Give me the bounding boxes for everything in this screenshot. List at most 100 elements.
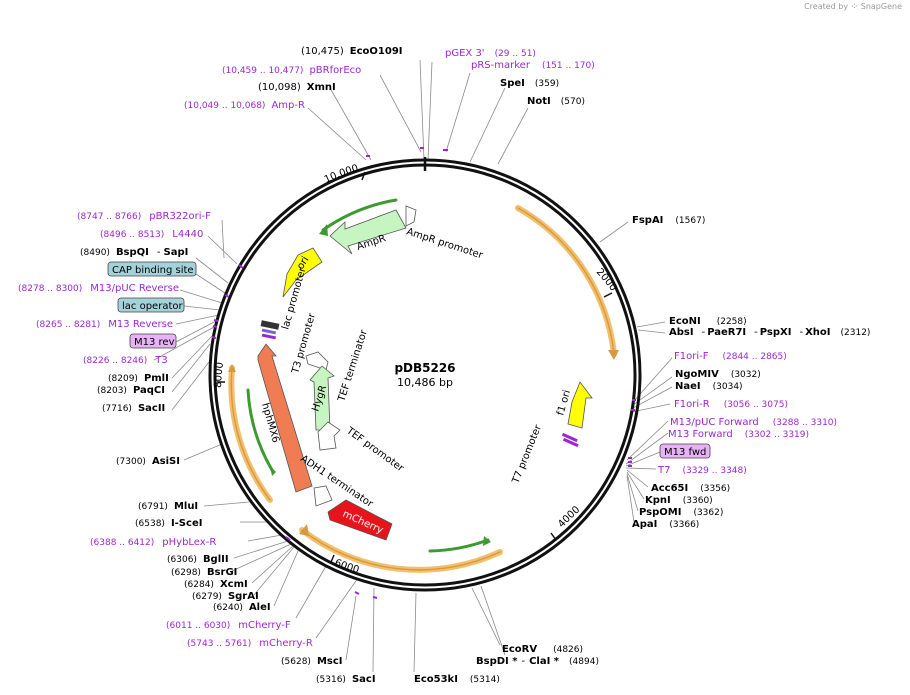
site-m13-forward: M13 Forward(3302 .. 3319): [668, 429, 809, 440]
site-labels: (10,475)EcoO109I pGEX 3'(29 .. 51) (10,4…: [18, 46, 870, 685]
m13-fwd-box: [659, 443, 711, 459]
ori-arrow: [282, 247, 323, 298]
arrowhead-left: [228, 364, 236, 372]
site-apai: ApaI(3366): [632, 519, 699, 530]
plasmid-length: 10,486 bp: [397, 376, 453, 389]
site-ecorv: EcoRV(4826): [502, 644, 583, 655]
tef-terminator-label: TEF terminator: [336, 328, 370, 404]
plasmid-backbone: [208, 157, 642, 592]
site-xmni: (10,098)XmnI: [258, 82, 336, 93]
site-f1ori-f: F1ori-F(2844 .. 2865): [674, 351, 787, 362]
site-acc65i: Acc65I(3356): [651, 483, 730, 494]
site-bsrgi: (6298)BsrGI: [171, 567, 237, 578]
f1-ori-arrow: [567, 381, 593, 429]
tef-terminator-arrow: [305, 351, 329, 371]
site-f1ori-r: F1ori-R(3056 .. 3075): [674, 399, 788, 410]
site-fspai: FspAI(1567): [632, 215, 705, 226]
site-pspomi: PspOMI(3362): [639, 507, 723, 518]
site-saci: (5316)SacI: [316, 674, 376, 685]
arrowhead-right: [608, 350, 619, 360]
ampr-arrow: [329, 209, 407, 255]
lac-operator-label: lac operator: [122, 301, 183, 312]
site-econi: EcoNI(2258): [669, 316, 747, 327]
ampr-promoter-label: AmpR promoter: [405, 226, 485, 261]
site-prs-marker: pRS-marker(151 .. 170): [471, 60, 595, 71]
site-t3: (8226 .. 8246)T3: [83, 355, 168, 366]
orf-arc-right-top: [515, 205, 617, 357]
site-noti: NotI(570): [527, 96, 585, 107]
plasmid-name: pDB5226: [394, 361, 455, 375]
ampr-promoter-arrow: [405, 205, 417, 227]
credit-prefix: Created by: [804, 2, 849, 11]
site-absi: AbsI-PaeR7I-PspXI-XhoI(2312): [669, 327, 870, 338]
site-kpni: KpnI(3360): [645, 495, 713, 506]
tef-promoter-label: TEF promoter: [343, 425, 406, 475]
site-m13puc-reverse: (8278 .. 8300)M13/pUC Reverse: [18, 283, 179, 294]
site-msci: (5628)MscI: [281, 656, 343, 667]
arrowhead-bottom: [299, 524, 309, 536]
site-mlui: (6791)MluI: [138, 501, 198, 512]
site-m13puc-forward: M13/pUC Forward(3288 .. 3310): [670, 417, 837, 428]
orf-arcs: [228, 198, 617, 573]
site-sacii: (7716)SacII: [102, 403, 165, 414]
mcherry-arrow: [327, 499, 393, 541]
tef-promoter-arrow: [317, 421, 341, 451]
hygr-arrow: [309, 365, 335, 431]
center-labels: pDB5226 10,486 bp: [394, 361, 455, 389]
site-asisi: (7300)AsiSI: [116, 456, 180, 467]
arrowhead-inner-bottom: [483, 536, 491, 546]
m13-rev-box: [129, 333, 177, 349]
m13-rev-label: M13 rev: [134, 337, 175, 348]
cap-site-label: CAP binding site: [112, 265, 194, 276]
adh1-terminator-arrow: [313, 485, 333, 507]
site-ngomiv: NgoMIV(3032): [675, 369, 761, 380]
site-bglii: (6306)BglII: [167, 554, 229, 565]
feature-arrows: [257, 205, 593, 541]
site-i-scei: (6538)I-SceI: [135, 518, 202, 529]
site-t7: T7(3329 .. 3348): [657, 465, 747, 476]
site-paqci: (8203)PaqCI: [97, 385, 165, 396]
lac-operator-block: [261, 328, 277, 335]
orf-inner-top: [321, 198, 398, 232]
site-amp-r: (10,049 .. 10,068)Amp-R: [184, 100, 305, 111]
arrowhead-inner-left: [270, 466, 276, 476]
site-m13-reverse: (8265 .. 8281)M13 Reverse: [36, 319, 173, 330]
m13-rev-block: [261, 333, 277, 340]
t7-block-1: [561, 432, 578, 443]
snapgene-logo: ⁘: [850, 2, 859, 12]
lac-operator-box: [117, 297, 185, 313]
orf-arrowheads: [228, 224, 619, 546]
lac-promoter-block: [260, 320, 280, 330]
site-phyblex-r: (6388 .. 6412)pHybLex-R: [90, 537, 216, 548]
m13-fwd-label: M13 fwd: [664, 447, 706, 458]
credit-brand: SnapGene: [860, 2, 902, 11]
tick-marks: [217, 171, 613, 563]
site-alei: (6240)AleI: [213, 602, 271, 613]
orf-inner-bottom: [428, 538, 490, 553]
arrowhead-inner-top: [319, 224, 328, 236]
site-xcmi: (6284)XcmI: [184, 579, 248, 590]
site-pbr322ori-f: (8747 .. 8766)pBR322ori-F: [77, 211, 211, 222]
site-naei: NaeI(3034): [675, 381, 743, 392]
orf-arc-right-top-line: [517, 207, 615, 355]
site-l4440: (8496 .. 8513)L4440: [100, 229, 203, 240]
orf-arc-left-line: [230, 367, 271, 501]
site-eco53ki: Eco53kI(5314): [414, 674, 500, 685]
primer-marks: [211, 147, 636, 599]
site-pmli: (8209)PmlI: [108, 373, 169, 384]
site-pbrforeco: (10,459 .. 10,477)pBRforEco: [222, 65, 361, 76]
site-spei: SpeI(359): [500, 78, 559, 89]
site-pgex3: pGEX 3'(29 .. 51): [445, 48, 536, 59]
t7-block-2: [562, 437, 579, 448]
site-sgrai: (6279)SgrAI: [192, 591, 259, 602]
site-mcherry-f: (6011 .. 6030)mCherry-F: [166, 620, 291, 631]
tick-label-8000: 8000: [213, 362, 226, 389]
orf-arc-bottom-line: [301, 529, 501, 571]
snapgene-credit: Created by ⁘ SnapGene: [804, 2, 902, 12]
hphmx6-arrow: [257, 343, 313, 493]
site-mcherry-r: (5743 .. 5761)mCherry-R: [187, 638, 313, 649]
site-bspqi: (8490)BspQI-SapI: [80, 247, 188, 258]
lac-region-blocks: [260, 320, 579, 448]
connector-lines: [153, 59, 673, 673]
